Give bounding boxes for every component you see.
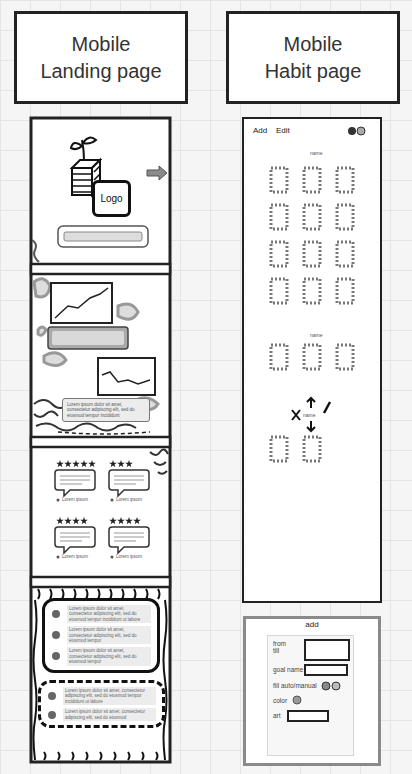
title-text: Mobile Landing page [37, 31, 165, 85]
toggle-dot [357, 127, 365, 135]
add-form: from till goal name fill auto/manual color a… [267, 635, 354, 756]
menu-button: Edit [276, 126, 290, 136]
placeholder-text: Lorem ipsum dolor sit amet, consectetur … [67, 605, 151, 623]
section-divider [31, 264, 170, 274]
form-ground [267, 635, 354, 756]
field-label: fill auto/manual [273, 682, 329, 689]
color-swatch [293, 696, 301, 704]
placeholder-text: Lorem ipsum dolor sit amet, consectetur … [67, 626, 151, 644]
logo-text: Logo [100, 193, 122, 205]
placeholder-text: Lorem ipsum dolor sit amet, consectetur … [67, 402, 145, 418]
field-label: goal name [273, 666, 307, 673]
arrow-icon [147, 166, 167, 180]
habit-cell [271, 168, 353, 461]
title-box: Mobile Habit page [226, 11, 400, 104]
input-field [305, 665, 347, 675]
menu-button: Add [253, 126, 267, 136]
scribble [34, 589, 167, 760]
cta-button [58, 226, 148, 247]
group-name: name [309, 150, 324, 156]
phone-frame [243, 118, 381, 602]
add-panel: add from till goal name fill auto/manual col… [243, 616, 381, 766]
avatar-dot [57, 499, 114, 559]
chart-frame [51, 283, 112, 323]
section-divider [31, 577, 170, 587]
speech-bubble [55, 470, 149, 553]
field-label: color [273, 697, 295, 704]
panel-heading: add [246, 620, 378, 630]
chart-frame [98, 358, 155, 395]
edit-controls [292, 398, 330, 431]
field-label: art [273, 712, 287, 719]
habit-name: name [302, 412, 317, 418]
reviewer-name: Lorem ipsum [62, 497, 88, 502]
title-text: Mobile Habit page [260, 31, 366, 85]
scribble [32, 240, 39, 262]
chart-line [55, 288, 108, 318]
text-bar [48, 327, 128, 349]
caption-box: Lorem ipsum dolor sit amet, consectetur … [62, 398, 150, 422]
chart-line [102, 372, 150, 384]
placeholder-text: Lorem ipsum dolor sit amet, consectetur … [63, 687, 156, 705]
toggle-dot [332, 682, 340, 690]
title-box: Mobile Landing page [14, 11, 188, 104]
content-card: Lorem ipsum dolor sit amet, consectetur … [42, 598, 160, 673]
input-field [288, 711, 328, 721]
cta-bar [64, 232, 142, 241]
reviewer-name: Lorem ipsum [62, 554, 88, 559]
reviewer-name: Lorem ipsum [116, 554, 142, 559]
text-bar [52, 331, 124, 345]
text-lines [60, 476, 144, 541]
toggle-dot [322, 682, 330, 690]
group-name: name [309, 332, 324, 338]
placeholder-text: Lorem ipsum dolor sit amet, consectetur … [67, 647, 151, 665]
reviewer-name: Lorem ipsum [116, 497, 142, 502]
section-divider [31, 437, 170, 447]
logo-box: Logo [92, 180, 131, 217]
dashed-line [58, 432, 150, 434]
content-card: Lorem ipsum dolor sit amet, consectetur … [38, 680, 165, 728]
field-label: from till [273, 640, 291, 654]
input-field [305, 640, 349, 660]
phone-frame [31, 118, 170, 762]
panel-ground [243, 616, 381, 766]
scribble [34, 279, 158, 410]
toggle-dot [348, 127, 356, 135]
placeholder-text: Lorem ipsum dolor sit amet, consectetur … [63, 708, 156, 721]
